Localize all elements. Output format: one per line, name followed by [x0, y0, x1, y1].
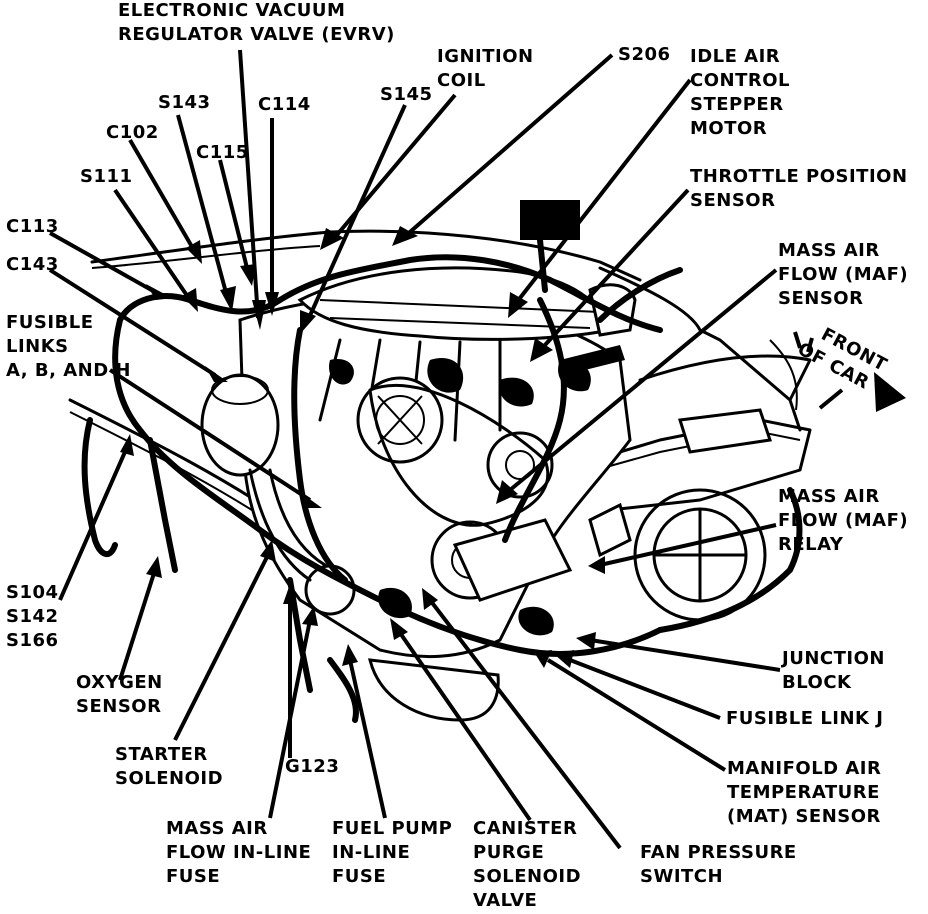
- leader-junction-block: [589, 638, 781, 672]
- leader-splices: [58, 444, 130, 601]
- leader-iac: [518, 78, 692, 300]
- leader-c143: [48, 268, 217, 377]
- engine-illustration: [68, 200, 812, 722]
- label-g123: G123: [285, 756, 339, 777]
- leader-fuel-pump-fuse: [348, 659, 387, 819]
- label-canister-purge: CANISTER PURGE SOLENOID VALVE: [473, 818, 588, 911]
- label-maf-relay: MASS AIR FLOW (MAF) RELAY: [778, 486, 915, 555]
- leader-oxygen-sensor: [118, 569, 157, 681]
- label-s143: S143: [158, 92, 211, 113]
- leader-fusible-links: [108, 368, 312, 502]
- leader-fan-pressure: [428, 598, 622, 850]
- label-tps: THROTTLE POSITION SENSOR: [690, 166, 914, 211]
- leader-tps: [543, 188, 690, 347]
- leader-c115: [218, 159, 250, 273]
- leader-starter-solenoid: [173, 554, 270, 741]
- label-c115: C115: [196, 142, 249, 163]
- leader-maf-fuse: [268, 619, 312, 819]
- label-maf-fuse: MASS AIR FLOW IN-LINE FUSE: [166, 818, 318, 887]
- label-evrv: ELECTRONIC VACUUM REGULATOR VALVE (EVRV): [118, 0, 395, 45]
- leader-canister-purge: [396, 628, 532, 822]
- label-c143: C143: [6, 254, 59, 275]
- label-c114: C114: [258, 94, 311, 115]
- label-iac: IDLE AIR CONTROL STEPPER MOTOR: [690, 46, 797, 139]
- leader-c102: [128, 138, 197, 254]
- leader-s143: [176, 114, 230, 301]
- leader-evrv: [238, 49, 260, 319]
- label-c113: C113: [6, 216, 59, 237]
- label-maf-sensor: MASS AIR FLOW (MAF) SENSOR: [778, 240, 915, 309]
- label-fan-pressure: FAN PRESSURE SWITCH: [640, 842, 804, 887]
- leader-mat-sensor: [546, 658, 727, 772]
- leader-c113: [49, 231, 156, 294]
- label-mat-sensor: MANIFOLD AIR TEMPERATURE (MAT) SENSOR: [727, 758, 888, 827]
- leader-maf-relay: [599, 523, 777, 567]
- leader-s206: [408, 53, 614, 234]
- label-s145: S145: [380, 84, 433, 105]
- label-fusible-links: FUSIBLE LINKS A, B, AND H: [6, 312, 131, 381]
- front-of-car-marker: [793, 331, 814, 353]
- label-fusible-link-j: FUSIBLE LINK J: [726, 708, 883, 729]
- leader-s145: [306, 104, 407, 321]
- leader-s111: [113, 188, 192, 302]
- leader-fusible-link-j: [569, 658, 721, 720]
- leader-maf-sensor: [508, 268, 778, 492]
- front-of-car-arrow: [874, 372, 906, 412]
- label-c102: C102: [106, 122, 159, 143]
- label-oxygen-sensor: OXYGEN SENSOR: [76, 672, 170, 717]
- label-fuel-pump-fuse: FUEL PUMP IN-LINE FUSE: [332, 818, 459, 887]
- label-starter-solenoid: STARTER SOLENOID: [115, 744, 223, 789]
- label-s111: S111: [80, 166, 133, 187]
- label-junction-block: JUNCTION BLOCK: [780, 648, 892, 693]
- label-splices: S104 S142 S166: [6, 582, 65, 651]
- label-ignition-coil: IGNITION COIL: [437, 46, 540, 91]
- leader-front-of-car: [818, 388, 844, 410]
- label-s206: S206: [618, 44, 671, 65]
- leader-lines: [48, 49, 906, 850]
